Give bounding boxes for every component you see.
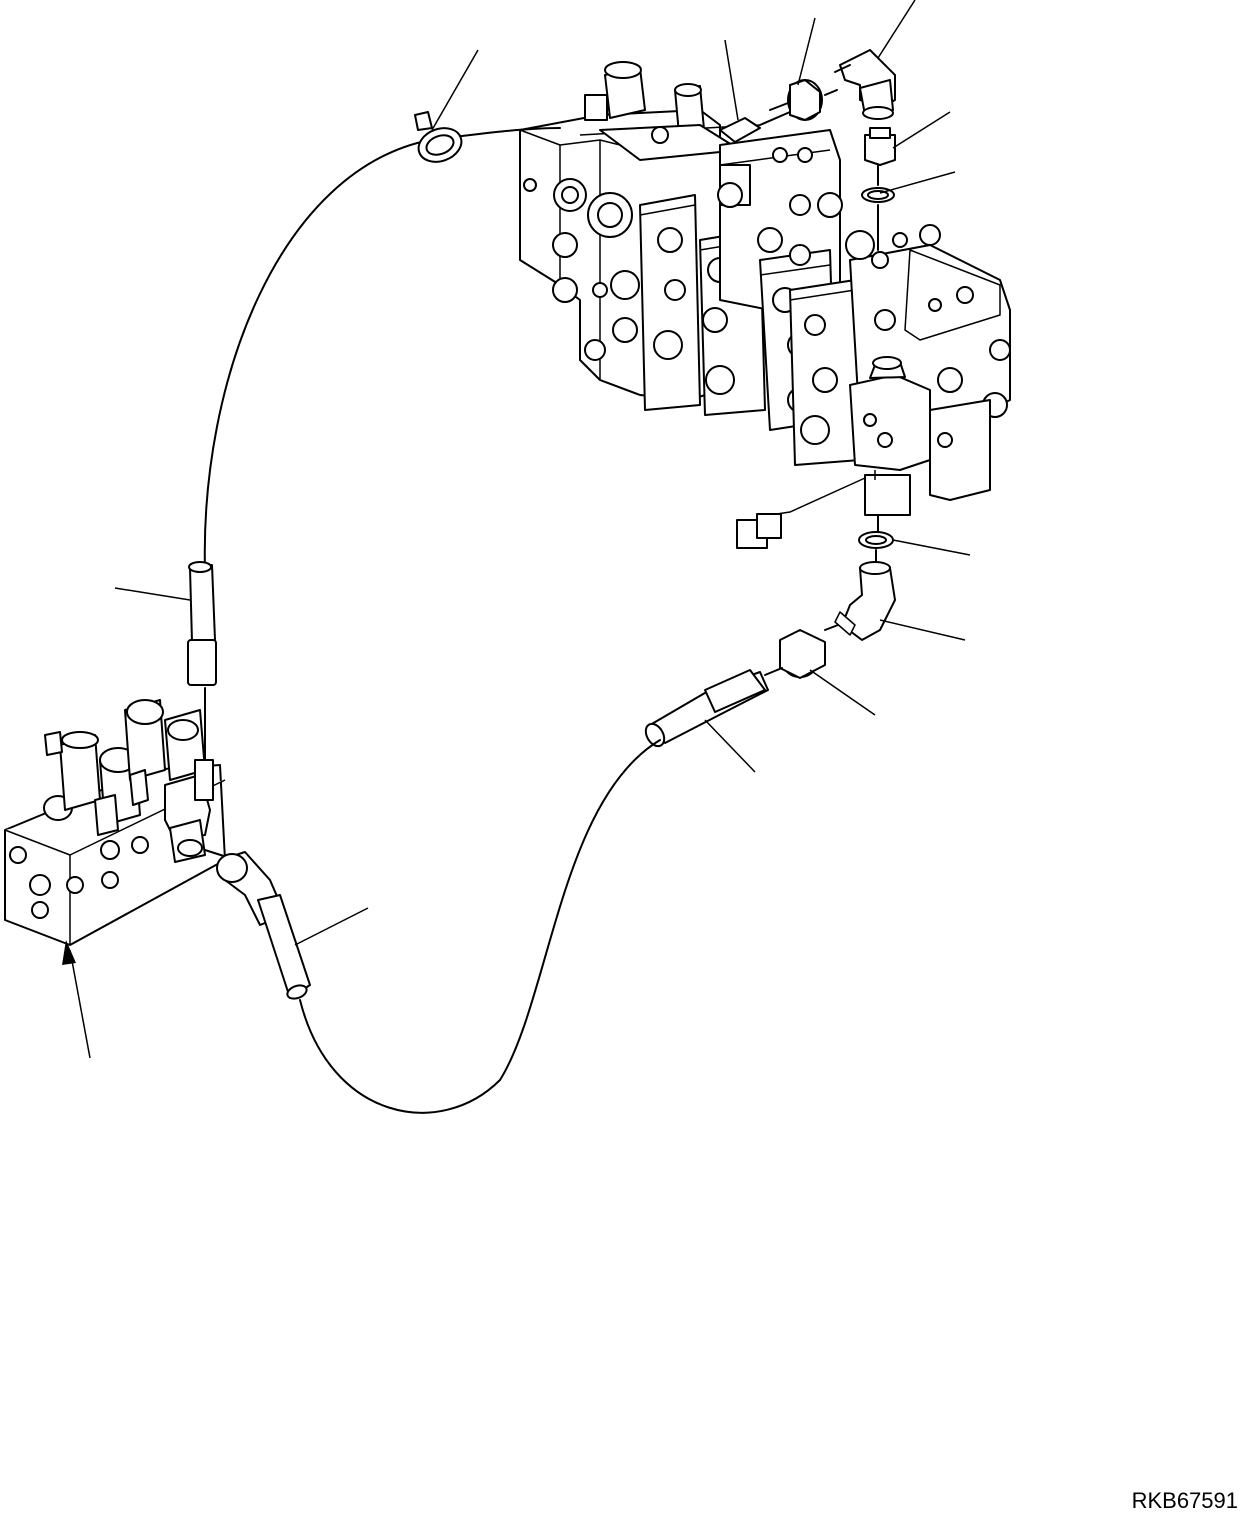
leader-line <box>877 0 916 59</box>
leader-line <box>294 907 369 946</box>
adapter-lower <box>764 629 826 679</box>
connector-upper <box>719 111 791 143</box>
leader-line <box>724 39 739 121</box>
hose-upper <box>187 127 561 761</box>
hose-lower <box>299 669 769 1114</box>
drawing-code: RKB67591 <box>1132 1488 1238 1513</box>
leader-line <box>704 719 756 773</box>
adapter-o-ring-upper <box>861 127 896 251</box>
main-control-valve <box>519 61 1011 516</box>
leader-lines <box>114 0 971 946</box>
leader-line <box>114 587 191 601</box>
elbow-upper <box>834 49 896 120</box>
wire-harness-connector <box>736 477 866 549</box>
leader-line <box>879 171 956 194</box>
leader-line <box>892 111 951 149</box>
leader-line <box>797 17 816 86</box>
elbow-lower <box>824 561 896 641</box>
leader-line <box>431 49 479 131</box>
leader-line <box>879 619 966 641</box>
reference-arrow-icon <box>62 940 91 1059</box>
adapter-upper <box>769 79 838 121</box>
o-ring-lower <box>858 514 894 566</box>
solenoid-valve-block <box>4 699 231 946</box>
hose-clamp <box>414 111 463 163</box>
leader-line <box>892 539 971 556</box>
block-elbow <box>216 851 311 1000</box>
leader-line <box>809 669 876 716</box>
